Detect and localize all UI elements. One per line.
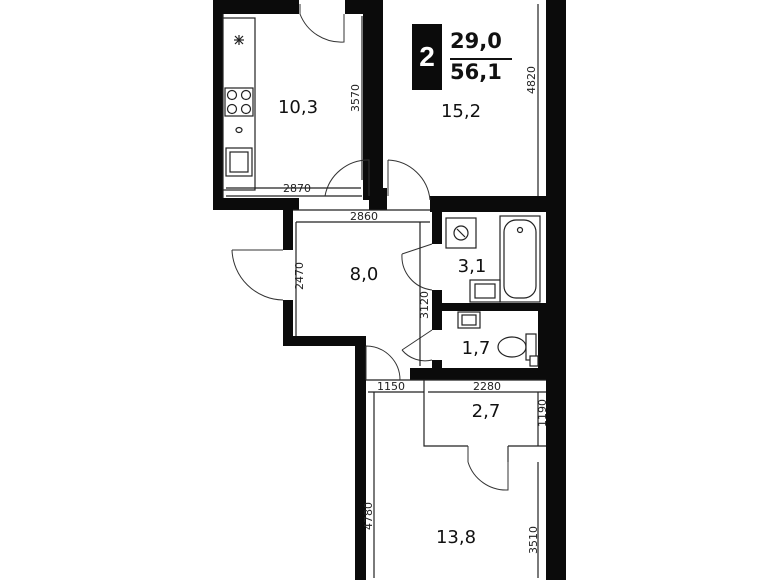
wall-kitchen-hall-stub	[369, 188, 387, 210]
wall-hall-bottom-left	[283, 336, 363, 346]
hood-icon	[234, 35, 244, 45]
toilet-icon	[497, 333, 539, 367]
door-kitchen-top	[299, 4, 345, 43]
door-closet	[467, 446, 509, 491]
wall-wc-left-lower	[432, 360, 442, 372]
door-entrance	[231, 249, 284, 301]
room-area-closet: 2,7	[472, 401, 501, 422]
dim-kitchen-height: 3570	[349, 84, 362, 112]
door-bathroom	[401, 243, 433, 291]
wall-kitchen-left	[213, 0, 223, 210]
wall-hall-left-upper	[283, 210, 293, 250]
living-area: 29,0	[450, 29, 502, 53]
washing-machine-icon	[445, 217, 477, 249]
wall-bath-left-lower	[432, 290, 442, 330]
room-count: 2	[412, 24, 442, 90]
room-area-kitchen: 10,3	[278, 97, 318, 118]
bathtub-icon	[499, 215, 541, 303]
dim-room2-inner-height: 3510	[527, 526, 540, 554]
total-area: 56,1	[450, 60, 502, 84]
wall-kitchen-bottom	[213, 198, 299, 210]
wall-hall-left-lower	[283, 300, 293, 345]
apartment-info-badge: 2 29,0 56,1	[412, 24, 512, 90]
kitchen-fixtures	[222, 17, 361, 191]
dim-closet-width: 2280	[473, 380, 501, 393]
doors	[231, 4, 509, 491]
closet-outline	[423, 380, 468, 447]
wc-sink-icon	[457, 311, 481, 329]
dimension-lines	[226, 4, 546, 578]
tap-icon	[235, 126, 243, 134]
wall-wc-right	[538, 311, 546, 371]
wall-kitchen-right	[363, 0, 381, 200]
wall-room1-bottom	[430, 196, 550, 204]
walls	[213, 0, 566, 580]
room-area-bathroom: 3,1	[458, 256, 487, 277]
dim-hall-height: 2470	[293, 262, 306, 290]
wall-bath-wc-divider	[440, 303, 548, 311]
wall-kitchen-top-left	[213, 0, 299, 14]
bath-sink-icon	[469, 279, 501, 303]
room-area-hall: 8,0	[350, 264, 379, 285]
wall-bath-left	[432, 204, 442, 244]
door-corridor	[365, 345, 401, 381]
dim-closet-height: 1190	[536, 399, 549, 427]
area-divider	[450, 58, 512, 60]
wall-center-partition	[380, 0, 383, 196]
stove-icon	[224, 87, 254, 117]
dim-kitchen-width: 2870	[283, 182, 311, 195]
room-area-room-2: 13,8	[436, 527, 476, 548]
dim-corridor-width: 1150	[377, 380, 405, 393]
dim-room1-height: 4820	[525, 66, 538, 94]
wall-wc-bottom	[410, 368, 550, 380]
wall-corridor-left	[355, 336, 366, 580]
dim-room2-height: 4780	[362, 502, 375, 530]
bathroom-fixtures	[445, 215, 541, 329]
wall-exterior-right	[546, 0, 566, 580]
door-toilet	[401, 329, 433, 362]
door-room1	[387, 159, 431, 201]
dim-bath-block-height: 3120	[418, 291, 431, 319]
dim-hall-width: 2860	[350, 210, 378, 223]
room-area-room-1: 15,2	[441, 101, 481, 122]
room-area-toilet: 1,7	[462, 338, 491, 359]
